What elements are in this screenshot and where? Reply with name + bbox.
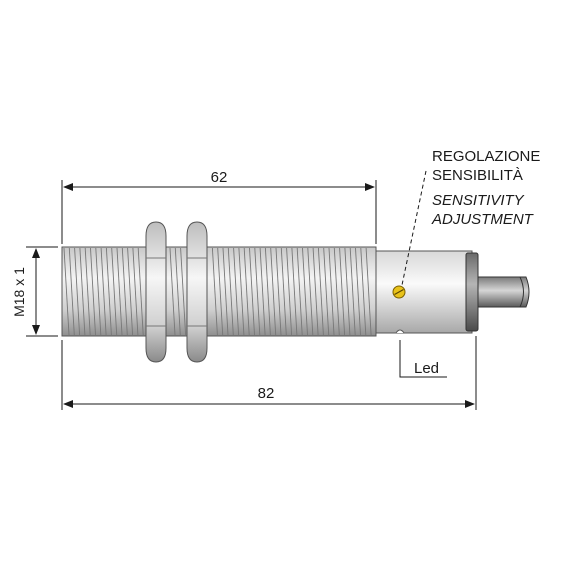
thread-line bbox=[339, 247, 346, 336]
thread-line bbox=[169, 247, 176, 336]
thread-line bbox=[280, 247, 287, 336]
hex-nut-right bbox=[186, 221, 208, 363]
threaded-body bbox=[61, 246, 377, 337]
thread-line bbox=[121, 247, 128, 336]
thread-line bbox=[233, 247, 240, 336]
adjustment-label-en-2: ADJUSTMENT bbox=[431, 211, 535, 228]
cable bbox=[477, 276, 530, 308]
thread-line bbox=[307, 247, 314, 336]
adjustment-screw-icon bbox=[392, 285, 406, 299]
thread-line bbox=[84, 247, 91, 336]
thread-line bbox=[63, 247, 70, 336]
thread-line bbox=[90, 247, 96, 336]
thread-line bbox=[174, 247, 181, 336]
thread-line bbox=[291, 247, 298, 336]
thread-line bbox=[68, 247, 75, 336]
adjustment-label-it-1: REGOLAZIONE bbox=[432, 148, 540, 165]
thread-line bbox=[333, 247, 340, 336]
thread-line bbox=[243, 247, 250, 336]
thread-spec-label: M18 x 1 bbox=[11, 267, 27, 317]
rear-ring bbox=[465, 252, 479, 332]
thread-line bbox=[105, 247, 112, 336]
thread-line bbox=[302, 247, 308, 336]
thread-line bbox=[79, 247, 86, 336]
thread-line bbox=[275, 247, 282, 336]
thread-line bbox=[344, 247, 351, 336]
thread-line bbox=[227, 247, 234, 336]
thread-lines bbox=[63, 247, 372, 336]
thread-line bbox=[100, 247, 107, 336]
thread-line bbox=[355, 247, 361, 336]
thread-line bbox=[74, 247, 81, 336]
thread-line bbox=[137, 247, 144, 336]
thread-line bbox=[254, 247, 261, 336]
thread-line bbox=[238, 247, 245, 336]
thread-line bbox=[249, 247, 255, 336]
thread-line bbox=[211, 247, 218, 336]
thread-line bbox=[222, 247, 229, 336]
thread-line bbox=[323, 247, 330, 336]
thread-line bbox=[360, 247, 367, 336]
thread-line bbox=[116, 247, 123, 336]
thread-line bbox=[111, 247, 118, 336]
adjustment-leader-line bbox=[401, 170, 427, 286]
hex-nut-left bbox=[145, 221, 167, 363]
adjustment-label-it-2: SENSIBILITÀ bbox=[432, 167, 523, 184]
thread-line bbox=[365, 247, 372, 336]
thread-line bbox=[349, 247, 356, 336]
dimension-82-label: 82 bbox=[258, 385, 275, 402]
thread-line bbox=[264, 247, 271, 336]
thread-line bbox=[312, 247, 319, 336]
led-callout bbox=[399, 340, 447, 378]
thread-line bbox=[217, 247, 224, 336]
thread-line bbox=[286, 247, 293, 336]
thread-line bbox=[317, 247, 324, 336]
rear-cap bbox=[375, 250, 473, 334]
dimension-thread bbox=[26, 246, 58, 337]
thread-line bbox=[259, 247, 266, 336]
thread-line bbox=[132, 247, 139, 336]
thread-line bbox=[270, 247, 277, 336]
thread-line bbox=[180, 247, 187, 336]
thread-line bbox=[296, 247, 303, 336]
dimension-62-label: 62 bbox=[211, 169, 228, 186]
thread-line bbox=[328, 247, 335, 336]
led-label: Led bbox=[414, 360, 439, 377]
dimension-62 bbox=[61, 180, 377, 244]
thread-line bbox=[95, 247, 102, 336]
thread-line bbox=[127, 247, 134, 336]
adjustment-label-en-1: SENSITIVITY bbox=[432, 192, 525, 209]
dimension-82 bbox=[61, 336, 477, 410]
